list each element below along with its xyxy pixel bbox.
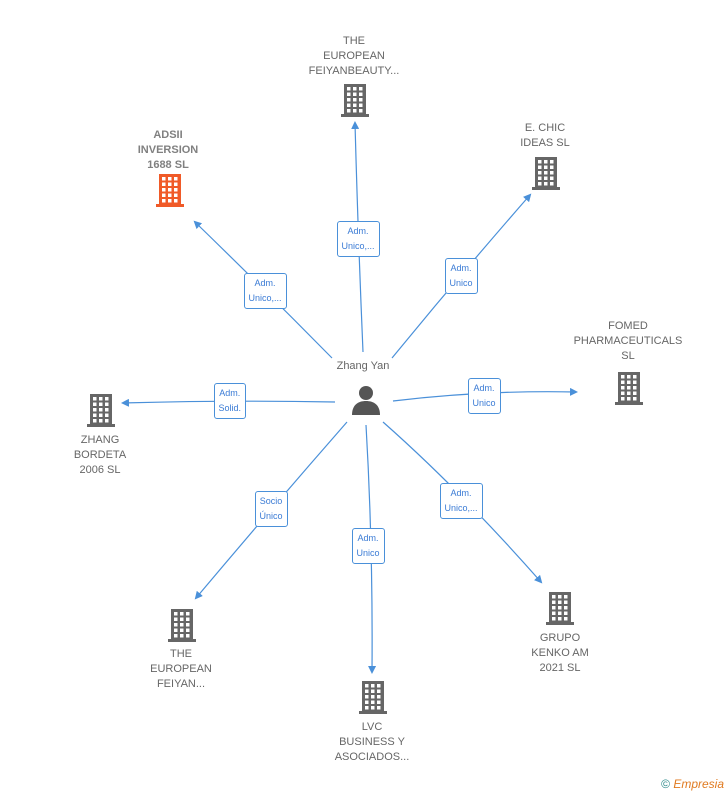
- relation-label-lvc[interactable]: Adm. Unico: [351, 528, 385, 564]
- relation-label-grupo-kenko[interactable]: Adm. Unico,...: [439, 483, 483, 519]
- relation-label-fomed[interactable]: Adm. Unico: [467, 378, 501, 414]
- center-person-name[interactable]: Zhang Yan: [336, 360, 390, 372]
- company-label[interactable]: E. CHIC IDEAS SL: [520, 122, 570, 149]
- person-icon[interactable]: [349, 383, 383, 417]
- relation-label-zhang-bordeta[interactable]: Adm. Solid.: [213, 383, 247, 419]
- building-icon[interactable]: [340, 82, 370, 118]
- building-icon[interactable]: [167, 607, 197, 643]
- relation-label-echic[interactable]: Adm. Unico: [444, 258, 478, 294]
- relation-label-european-feiyanbeauty[interactable]: Adm. Unico,...: [336, 221, 380, 257]
- building-icon[interactable]: [531, 155, 561, 191]
- company-label[interactable]: THE EUROPEAN FEIYAN...: [150, 648, 212, 690]
- building-icon[interactable]: [155, 172, 185, 208]
- company-label[interactable]: FOMED PHARMACEUTICALS SL: [573, 320, 683, 362]
- copyright-symbol: ©: [661, 777, 670, 791]
- building-icon[interactable]: [545, 590, 575, 626]
- company-label[interactable]: ADSII INVERSION 1688 SL: [137, 129, 199, 171]
- brand-logo-text: Empresia: [673, 777, 724, 791]
- relation-label-adsii[interactable]: Adm. Unico,...: [243, 273, 287, 309]
- company-label[interactable]: ZHANG BORDETA 2006 SL: [73, 434, 127, 476]
- company-label[interactable]: GRUPO KENKO AM 2021 SL: [531, 632, 589, 674]
- relation-label-european-feiyan[interactable]: Socio Único: [254, 491, 288, 527]
- building-icon[interactable]: [358, 679, 388, 715]
- building-icon[interactable]: [86, 392, 116, 428]
- company-label[interactable]: THE EUROPEAN FEIYANBEAUTY...: [308, 35, 400, 77]
- company-label[interactable]: LVC BUSINESS Y ASOCIADOS...: [334, 721, 410, 763]
- building-icon[interactable]: [614, 370, 644, 406]
- footer-brand[interactable]: © Empresia: [661, 777, 724, 791]
